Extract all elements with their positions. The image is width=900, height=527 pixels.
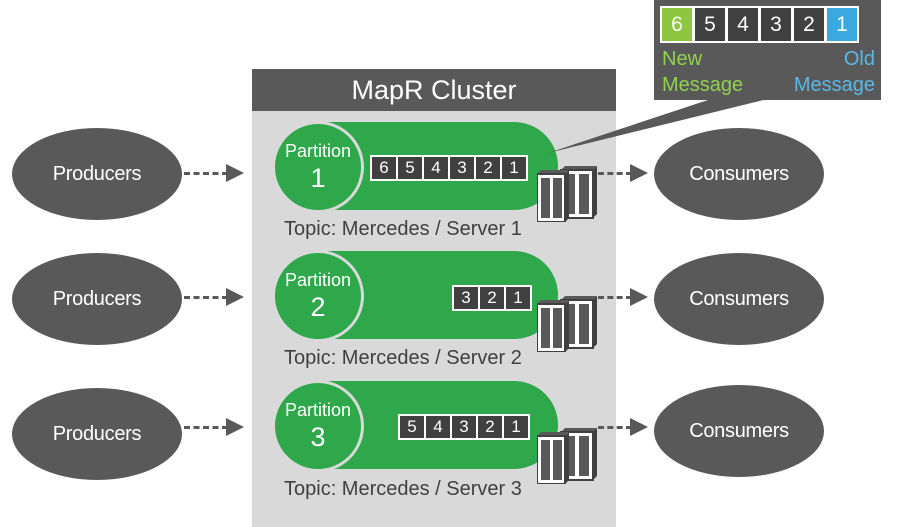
message-queue-2: 3 2 1 xyxy=(452,285,532,311)
message-cell: 3 xyxy=(452,416,476,438)
consumers-label: Consumers xyxy=(689,287,789,310)
new-label-line1: New xyxy=(662,48,703,70)
message-cell: 5 xyxy=(400,416,424,438)
topic-label-3: Topic: Mercedes / Server 3 xyxy=(284,478,522,500)
message-cell: 3 xyxy=(454,287,478,309)
partition-number: 1 xyxy=(310,163,326,193)
message-cell: 1 xyxy=(504,416,528,438)
newest-message-cell: 6 xyxy=(662,8,692,41)
message-cell: 2 xyxy=(476,157,500,179)
producers-node-2: Producers xyxy=(12,253,182,345)
rack-front xyxy=(536,432,569,485)
message-cell: 2 xyxy=(794,8,824,41)
rack-front xyxy=(536,300,569,353)
partition-circle-1: Partition 1 xyxy=(272,121,364,213)
message-cell: 5 xyxy=(695,8,725,41)
message-cell: 5 xyxy=(398,157,422,179)
consumers-node-1: Consumers xyxy=(654,128,824,220)
cluster-title: MapR Cluster xyxy=(252,69,616,111)
topic-label-1: Topic: Mercedes / Server 1 xyxy=(284,218,522,240)
message-cell: 3 xyxy=(761,8,791,41)
partition-number: 2 xyxy=(310,292,326,322)
message-queue-3: 5 4 3 2 1 xyxy=(398,414,530,440)
callout-queue: 6 5 4 3 2 1 xyxy=(660,6,859,43)
message-cell: 3 xyxy=(450,157,474,179)
producer-arrow-2 xyxy=(184,288,244,306)
message-cell: 1 xyxy=(506,287,530,309)
producer-arrow-3 xyxy=(184,418,244,436)
producers-label: Producers xyxy=(52,422,142,445)
producers-node-3: Producers xyxy=(12,388,182,480)
consumers-node-2: Consumers xyxy=(654,253,824,345)
consumers-label: Consumers xyxy=(689,162,789,185)
message-cell: 4 xyxy=(728,8,758,41)
producers-label: Producers xyxy=(52,287,142,310)
consumers-node-3: Consumers xyxy=(654,385,824,477)
oldest-message-cell: 1 xyxy=(827,8,857,41)
message-order-callout: 6 5 4 3 2 1 New Message Old Message xyxy=(654,0,881,100)
consumer-arrow-3 xyxy=(598,418,648,436)
consumer-arrow-1 xyxy=(598,164,648,182)
partition-label: Partition xyxy=(284,270,352,290)
message-cell: 4 xyxy=(424,157,448,179)
message-cell: 1 xyxy=(502,157,526,179)
partition-label: Partition xyxy=(284,400,352,420)
producers-label: Producers xyxy=(52,162,142,185)
message-cell: 6 xyxy=(372,157,396,179)
partition-number: 3 xyxy=(310,422,326,452)
message-cell: 2 xyxy=(480,287,504,309)
partition-circle-2: Partition 2 xyxy=(272,250,364,342)
server-rack-icon xyxy=(536,166,597,223)
partition-circle-3: Partition 3 xyxy=(272,380,364,472)
consumers-label: Consumers xyxy=(689,419,789,442)
producer-arrow-1 xyxy=(184,164,244,182)
new-label-line2: Message xyxy=(662,74,744,96)
partition-label: Partition xyxy=(284,141,352,161)
producers-node-1: Producers xyxy=(12,128,182,220)
old-message-label: Old Message xyxy=(794,46,875,98)
rack-front xyxy=(536,170,569,223)
message-cell: 2 xyxy=(478,416,502,438)
consumer-arrow-2 xyxy=(598,288,648,306)
server-rack-icon xyxy=(536,296,597,353)
server-rack-icon xyxy=(536,428,597,485)
old-label-line2: Message xyxy=(793,74,875,96)
old-label-line1: Old xyxy=(843,48,875,70)
message-cell: 4 xyxy=(426,416,450,438)
new-message-label: New Message xyxy=(662,46,743,98)
message-queue-1: 6 5 4 3 2 1 xyxy=(370,155,528,181)
topic-label-2: Topic: Mercedes / Server 2 xyxy=(284,347,522,369)
